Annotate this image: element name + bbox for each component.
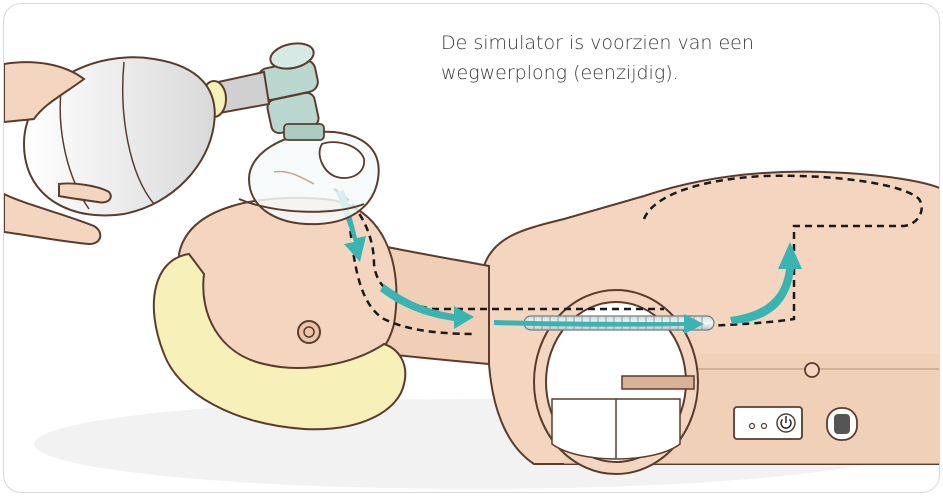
illustration-frame: De simulator is voorzien van een wegwerp… (3, 3, 940, 493)
port-icon (827, 408, 857, 440)
caption-line-1: De simulator is voorzien van een (441, 28, 861, 58)
caption-line-2: wegwerplong (eenzijdig). (441, 58, 861, 88)
caption-text: De simulator is voorzien van een wegwerp… (441, 28, 861, 88)
torso-marker (805, 363, 819, 377)
manikin-ear (298, 321, 320, 343)
power-icon[interactable] (777, 414, 795, 432)
